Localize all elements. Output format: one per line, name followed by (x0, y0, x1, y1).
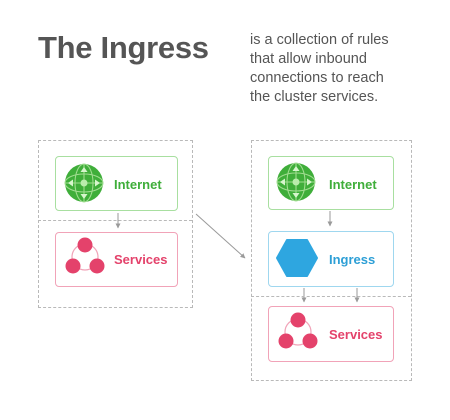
description-line: connections to reach (250, 70, 384, 86)
before-panel-divider (38, 220, 192, 221)
description-line: that allow inbound (250, 51, 367, 67)
before-panel (38, 140, 193, 308)
after-panel (251, 140, 412, 381)
after-panel-divider (251, 296, 411, 297)
description-line: the cluster services. (250, 89, 379, 105)
ingress-label: Ingress (329, 252, 376, 267)
internet-label: Internet (114, 177, 162, 192)
ingress-hexagon-icon (276, 239, 318, 277)
services-cluster-icon (65, 237, 105, 274)
after-services-label: Services (329, 327, 383, 342)
after-services-cluster-icon (278, 312, 318, 349)
services-label: Services (114, 252, 168, 267)
after-services-box (268, 306, 394, 362)
globe-icon (64, 163, 104, 203)
after-internet-label: Internet (329, 177, 377, 192)
page-title: The Ingress (38, 30, 209, 65)
description-line: is a collection of rules (250, 32, 389, 48)
arrow-before-to-after (195, 213, 246, 259)
description: is a collection of rules that allow inbo… (250, 31, 445, 107)
after-globe-icon (276, 162, 316, 202)
